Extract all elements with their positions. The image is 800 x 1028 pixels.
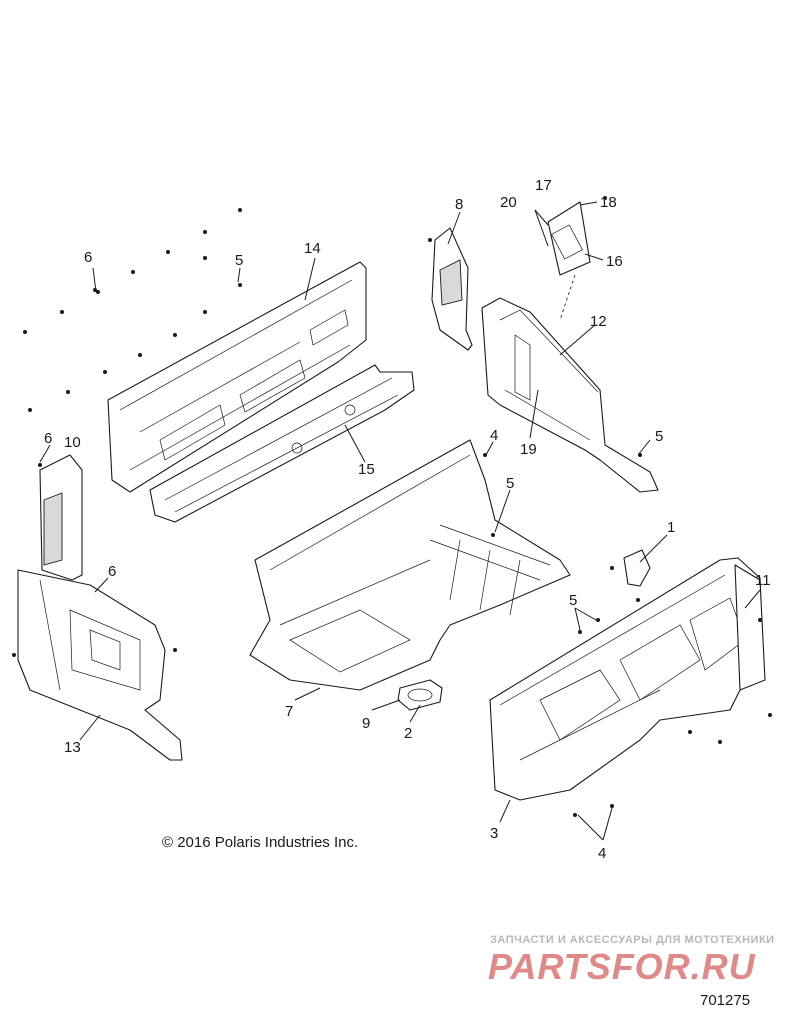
part-15-cross-member [149,364,415,523]
callout-9: 9 [362,715,370,732]
callout-6-top: 6 [84,249,92,266]
callout-labels: 1 2 3 4 4 5 5 5 5 6 6 6 7 8 9 10 11 12 1… [44,177,771,862]
callout-11: 11 [755,572,771,589]
watermark-logo: PARTSFOR.RU [488,946,756,987]
callout-5-lower: 5 [569,592,577,609]
callout-10: 10 [64,434,81,451]
callout-8: 8 [455,196,463,213]
watermark-tagline: ЗАПЧАСТИ И АКСЕССУАРЫ ДЛЯ МОТОТЕХНИКИ [490,934,775,946]
callout-16: 16 [606,253,623,270]
part-13-door-panel [17,569,183,761]
callout-5-right: 5 [655,428,663,445]
callout-1: 1 [667,519,675,536]
part-10-side-panel [39,454,83,581]
callout-13: 13 [64,739,81,756]
part-14-rear-panel [107,261,367,493]
callout-18: 18 [600,194,617,211]
callout-17: 17 [535,177,552,194]
callout-12: 12 [590,313,607,330]
callout-7: 7 [285,703,293,720]
callout-5-top-left: 5 [235,252,243,269]
part-12-bed-wall [481,297,659,493]
part-3-rear-box [489,557,763,801]
callout-3: 3 [490,825,498,842]
callout-6-door: 6 [108,563,116,580]
diagram-id: 701275 [700,992,751,1009]
callout-15: 15 [358,461,375,478]
callout-4-top: 4 [490,427,498,444]
copyright-text: © 2016 Polaris Industries Inc. [162,834,359,851]
callout-4-bottom: 4 [598,845,606,862]
leader-lines [39,201,761,841]
callout-5-middle: 5 [506,475,514,492]
callout-6-left: 6 [44,430,52,447]
part-16-latch-plate [547,201,591,321]
part-7-bed-floor [249,439,571,691]
callout-14: 14 [304,240,321,257]
callout-19: 19 [520,441,537,458]
callout-2: 2 [404,725,412,742]
fasteners [12,196,772,817]
part-11-side-trim [734,564,766,691]
part-8-side-panel [431,227,473,351]
callout-20: 20 [500,194,517,211]
part-2-bracket [397,679,443,711]
